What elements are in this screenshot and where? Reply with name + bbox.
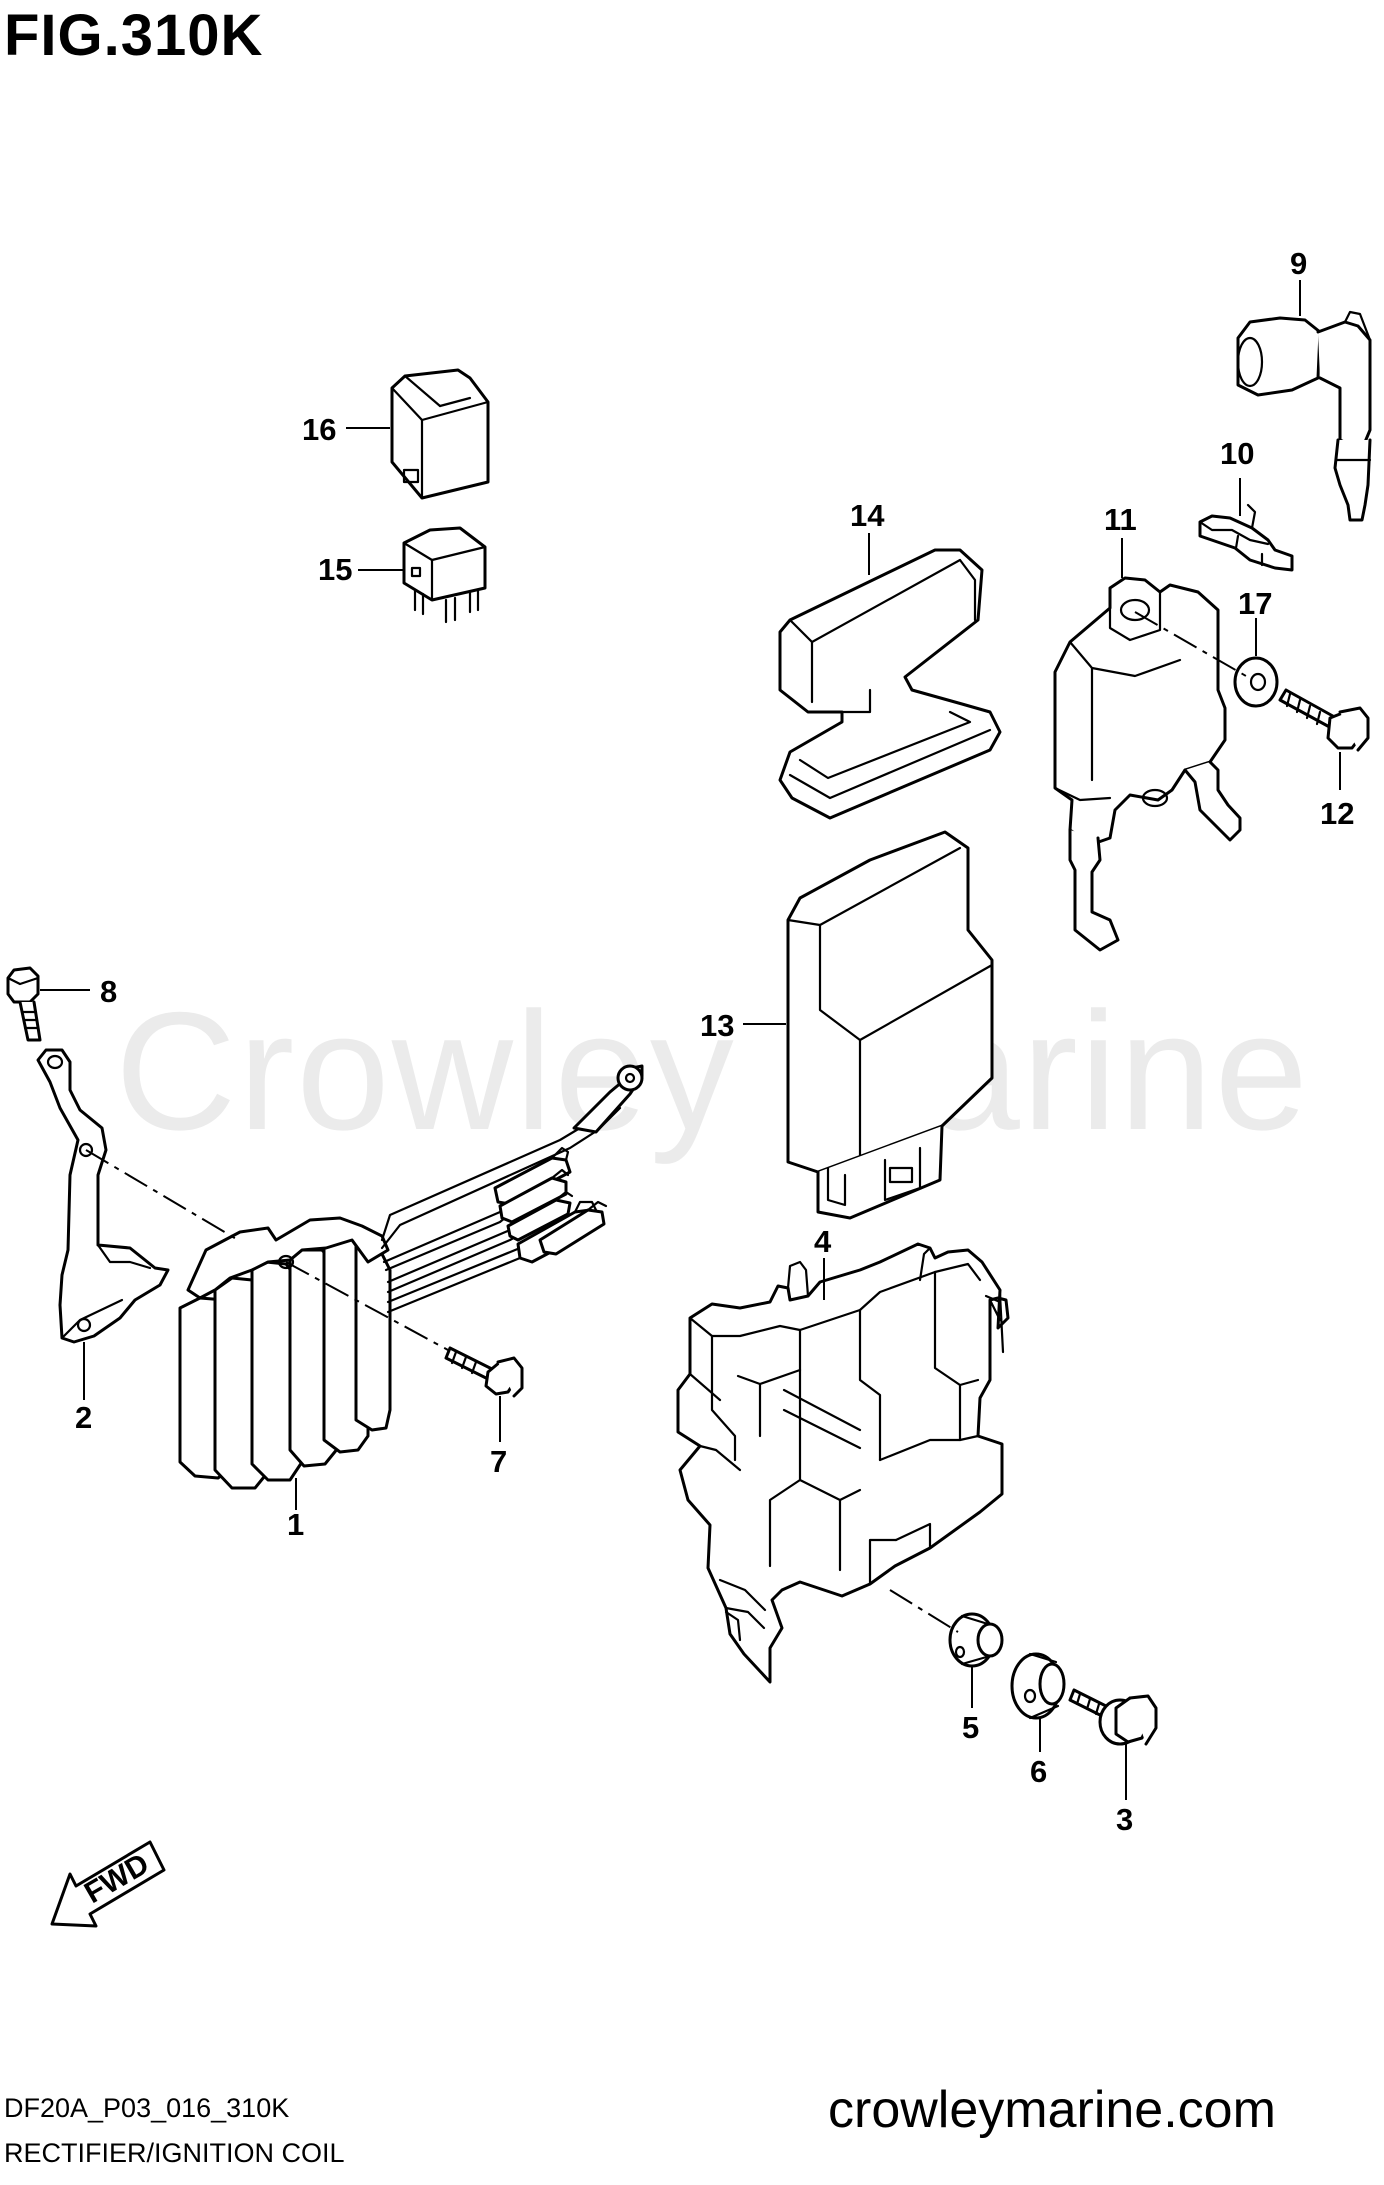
callout-14: 14 [850,498,885,533]
part-3-bolt[interactable] [1068,1688,1158,1746]
figure-title: FIG.310K [4,3,264,68]
callout-12: 12 [1320,796,1354,831]
alignment-lines [85,611,1247,1633]
callout-6: 6 [1030,1754,1047,1789]
callout-8: 8 [100,974,117,1009]
callout-13: 13 [700,1008,734,1043]
watermark-text: Crowley Marine [115,977,1310,1165]
part-4-ecu-bracket[interactable] [676,1242,1010,1684]
drawing-code: DF20A_P03_016_310K [4,2093,290,2123]
part-17-washer[interactable] [1233,656,1279,708]
fwd-arrow: FWD [50,1840,166,1928]
callout-15: 15 [318,552,352,587]
website-label: crowleymarine.com [828,2081,1276,2139]
callout-numbers: 1 2 3 4 5 6 7 8 9 10 11 12 13 14 15 16 1… [75,246,1354,1837]
fwd-label: FWD [79,1847,155,1910]
part-5-grommet[interactable] [948,1612,1004,1668]
part-11-ignition-coil[interactable] [1053,576,1242,952]
figure-caption: RECTIFIER/IGNITION COIL [4,2138,345,2168]
part-9-plug-cap[interactable] [1236,310,1372,522]
callout-3: 3 [1116,1802,1133,1837]
callout-17: 17 [1238,586,1272,621]
callout-16: 16 [302,412,336,447]
part-15-relay[interactable] [402,526,487,624]
part-14-ecu-cover[interactable] [778,548,1002,820]
callout-10: 10 [1220,436,1254,471]
callout-9: 9 [1290,246,1307,281]
callout-5: 5 [962,1710,979,1745]
part-16-relay[interactable] [390,368,490,500]
callout-7: 7 [490,1444,507,1479]
part-6-grommet[interactable] [1010,1652,1066,1720]
callout-11: 11 [1104,502,1137,537]
callout-2: 2 [75,1400,92,1435]
leader-lines [40,280,1341,1800]
part-13-ecu[interactable] [786,830,994,1220]
part-10-clip[interactable] [1198,503,1294,572]
callout-4: 4 [814,1224,832,1259]
part-7-bolt[interactable] [444,1346,524,1398]
part-12-bolt[interactable] [1278,688,1370,752]
part-8-bolt[interactable] [6,966,42,1042]
callout-1: 1 [287,1507,304,1542]
part-2-bracket[interactable] [36,1048,170,1344]
part-1-rectifier[interactable] [178,1064,644,1490]
